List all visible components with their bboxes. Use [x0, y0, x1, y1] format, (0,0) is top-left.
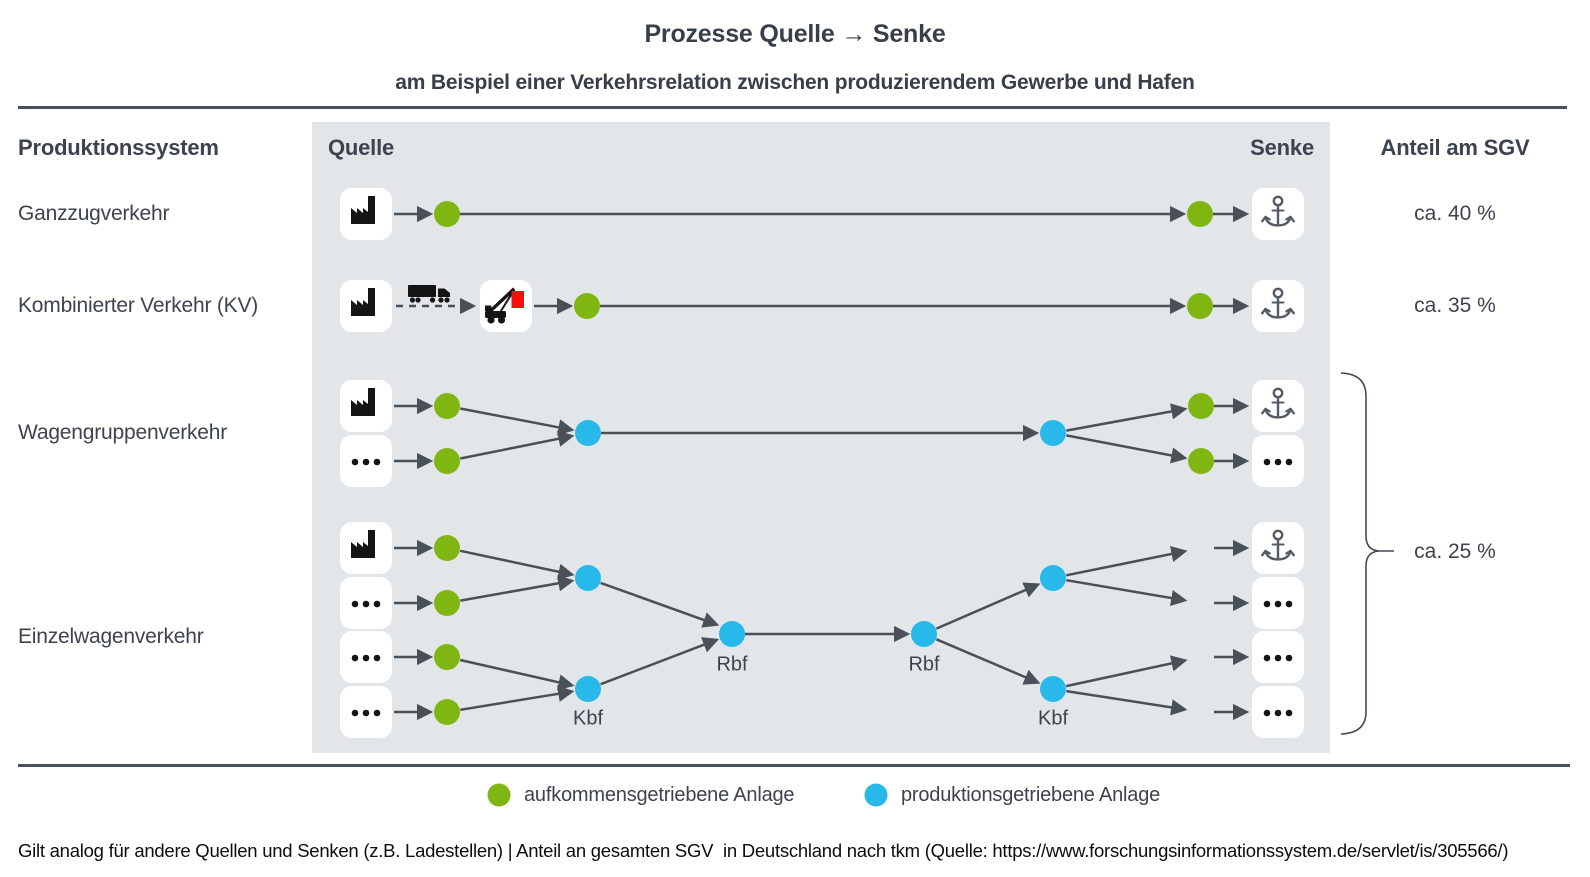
- flow-arrow: [1066, 434, 1188, 464]
- diagram-panel: [312, 122, 1330, 753]
- aufkommens-node: [434, 393, 460, 419]
- flow-arrow: [460, 407, 575, 436]
- column-header-share: Anteil am SGV: [1380, 135, 1530, 160]
- aufkommens-node: [1187, 201, 1213, 227]
- share-value-ganzzug: ca. 40 %: [1414, 202, 1496, 225]
- aufkommens-node: [434, 535, 460, 561]
- legend-label: produktionsgetriebene Anlage: [901, 783, 1161, 806]
- flow-arrow: [1065, 655, 1188, 688]
- ellipsis-icon: [351, 654, 381, 662]
- ellipsis-icon: [351, 458, 381, 466]
- page-title: Prozesse Quelle → Senke: [644, 20, 946, 48]
- flow-arrow: [460, 575, 575, 602]
- page-subtitle: am Beispiel einer Verkehrsrelation zwisc…: [395, 71, 1195, 94]
- legend-item-aufkommensgetrieben: aufkommensgetriebene Anlage: [487, 779, 795, 811]
- produktions-node-rbf: [719, 621, 745, 647]
- legend-item-produktionsgetrieben: produktionsgetriebene Anlage: [864, 779, 1160, 811]
- node-label-kbf-left: Kbf: [572, 707, 604, 730]
- combined-share-brace: [1340, 372, 1394, 735]
- flow-arrow: [1065, 546, 1188, 577]
- flow-arrow: [600, 637, 720, 686]
- footnote: Gilt analog für andere Quellen und Senke…: [18, 840, 1509, 861]
- column-header-source: Quelle: [328, 135, 395, 160]
- aufkommens-node: [434, 448, 460, 474]
- legend-label: aufkommensgetriebene Anlage: [524, 783, 795, 806]
- column-header-sink: Senke: [1250, 135, 1314, 160]
- share-value-kv: ca. 35 %: [1414, 294, 1496, 317]
- aufkommens-node: [1187, 293, 1213, 319]
- aufkommens-node: [1188, 448, 1214, 474]
- produktions-node: [1040, 565, 1066, 591]
- legend-dot-blue: [864, 783, 888, 807]
- flow-arrow: [935, 638, 1041, 685]
- aufkommens-node: [434, 644, 460, 670]
- node-label-rbf-left: Rbf: [716, 653, 748, 676]
- produktions-node-kbf: [575, 676, 601, 702]
- produktions-node-rbf: [911, 621, 937, 647]
- row-ganzzugverkehr: [340, 188, 1304, 240]
- produktions-node-kbf: [1040, 676, 1066, 702]
- flow-arrow: [1066, 403, 1188, 432]
- ellipsis-icon: [1263, 709, 1293, 717]
- blue-dot-icon: [864, 783, 888, 807]
- node-label-rbf-right: Rbf: [908, 653, 940, 676]
- aufkommens-node: [434, 699, 460, 725]
- divider-bottom: [18, 764, 1570, 767]
- flow-arrow: [459, 658, 575, 691]
- share-value-combined: ca. 25 %: [1414, 540, 1496, 563]
- legend-dot-green: [487, 783, 511, 807]
- flow-arrow: [1066, 689, 1188, 716]
- row-wagengruppenverkehr: [340, 380, 1304, 487]
- produktions-node: [1040, 420, 1066, 446]
- row-label-kombinierter-verkehr: Kombinierter Verkehr (KV): [18, 294, 259, 317]
- column-header-production-system: Produktionssystem: [18, 135, 219, 160]
- flow-arrow: [460, 685, 575, 712]
- node-label-kbf-right: Kbf: [1037, 707, 1069, 730]
- ellipsis-icon: [1263, 600, 1293, 608]
- aufkommens-node: [434, 201, 460, 227]
- truck-icon: [408, 285, 450, 303]
- flow-arrow: [935, 582, 1041, 630]
- divider-top: [18, 106, 1567, 109]
- row-kombinierter-verkehr: [340, 280, 1304, 332]
- flow-arrow: [459, 549, 575, 580]
- aufkommens-node: [574, 293, 600, 319]
- ellipsis-icon: [351, 709, 381, 717]
- row-einzelwagenverkehr: [340, 522, 1304, 738]
- produktions-node: [575, 420, 601, 446]
- green-dot-icon: [487, 783, 511, 807]
- flow-arrow: [600, 581, 720, 628]
- ellipsis-icon: [1263, 654, 1293, 662]
- flow-arrow: [460, 430, 575, 460]
- row-label-wagengruppenverkehr: Wagengruppenverkehr: [18, 421, 228, 444]
- produktions-node: [575, 565, 601, 591]
- flow-arrow: [1066, 578, 1188, 607]
- ellipsis-icon: [1263, 458, 1293, 466]
- row-label-ganzzugverkehr: Ganzzugverkehr: [18, 202, 170, 225]
- aufkommens-node: [1188, 393, 1214, 419]
- row-label-einzelwagenverkehr: Einzelwagenverkehr: [18, 625, 204, 648]
- ellipsis-icon: [351, 600, 381, 608]
- aufkommens-node: [434, 590, 460, 616]
